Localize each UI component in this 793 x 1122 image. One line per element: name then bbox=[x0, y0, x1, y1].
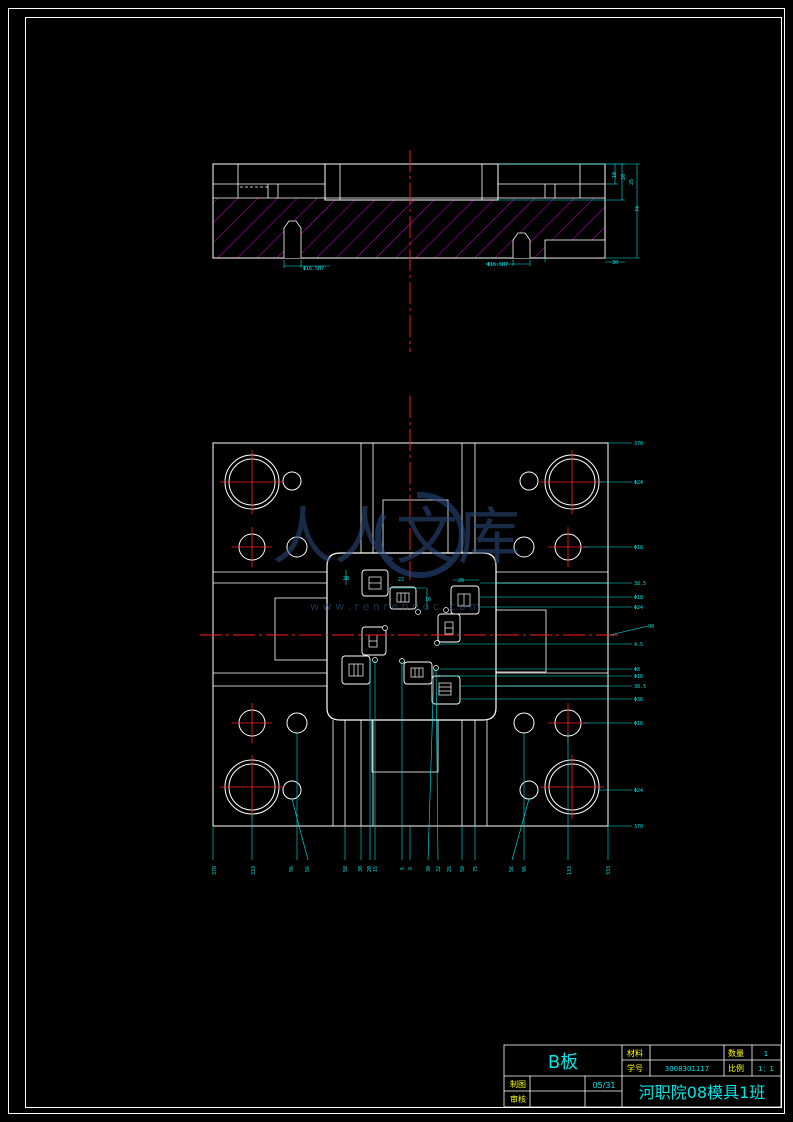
title-block-text: B板 材料 数量 1 学号 3008301117 比例 1：1 制图 审核 05… bbox=[510, 1048, 774, 1104]
section-hatch bbox=[213, 198, 605, 258]
svg-text:20: 20 bbox=[621, 174, 627, 180]
school-name: 河职院08模具1班 bbox=[639, 1083, 766, 1102]
svg-text:96: 96 bbox=[289, 866, 295, 872]
svg-text:Φ24: Φ24 bbox=[634, 480, 643, 486]
section-pin-hole bbox=[512, 232, 531, 258]
drawn-label: 制图 bbox=[510, 1079, 526, 1089]
quantity-label: 数量 bbox=[728, 1048, 744, 1058]
inner-border bbox=[25, 17, 782, 1108]
svg-text:Φ18: Φ18 bbox=[634, 545, 643, 551]
small-hole bbox=[513, 712, 535, 734]
svg-text:74: 74 bbox=[635, 206, 641, 212]
svg-text:30: 30 bbox=[358, 866, 364, 872]
section-pin-hole bbox=[283, 220, 302, 258]
svg-text:Φ16.5H7: Φ16.5H7 bbox=[303, 266, 324, 272]
watermark-text: 人人文库 bbox=[272, 500, 520, 573]
small-hole bbox=[282, 780, 302, 800]
material-label: 材料 bbox=[627, 1048, 643, 1058]
outer-border bbox=[8, 8, 785, 1114]
title-block bbox=[503, 1044, 782, 1108]
section-step bbox=[544, 239, 606, 259]
svg-text:20: 20 bbox=[458, 578, 464, 584]
cavity bbox=[341, 655, 371, 685]
svg-text:6: 6 bbox=[400, 867, 406, 870]
svg-text:25: 25 bbox=[629, 179, 635, 185]
small-hole bbox=[519, 471, 539, 491]
cavity-pocket bbox=[326, 552, 497, 721]
svg-text:Φ16: Φ16 bbox=[634, 674, 643, 680]
svg-text:22: 22 bbox=[398, 577, 404, 583]
student-no-label: 学号 bbox=[627, 1063, 643, 1073]
svg-text:32: 32 bbox=[436, 866, 442, 872]
svg-text:Φ16: Φ16 bbox=[634, 721, 643, 727]
svg-text:25: 25 bbox=[447, 866, 453, 872]
svg-text:333: 333 bbox=[251, 866, 257, 875]
section-pocket bbox=[324, 164, 499, 201]
svg-text:370: 370 bbox=[634, 441, 643, 447]
svg-text:Φ24: Φ24 bbox=[634, 605, 643, 611]
svg-text:Φ18: Φ18 bbox=[634, 595, 643, 601]
svg-text:56: 56 bbox=[305, 866, 311, 872]
svg-text:96: 96 bbox=[522, 866, 528, 872]
watermark-url: w w w . r e n r e n d o c . c o m bbox=[310, 600, 480, 613]
svg-text:75: 75 bbox=[473, 866, 479, 872]
scale-value: 1：1 bbox=[758, 1065, 774, 1073]
svg-text:56: 56 bbox=[509, 866, 515, 872]
svg-text:50: 50 bbox=[460, 866, 466, 872]
small-hole bbox=[286, 712, 308, 734]
cavity bbox=[450, 585, 480, 615]
checked-label: 审核 bbox=[510, 1094, 526, 1104]
svg-text:20: 20 bbox=[367, 866, 373, 872]
svg-text:Φ8: Φ8 bbox=[634, 667, 640, 673]
plan-outline bbox=[212, 442, 609, 827]
svg-text:30: 30 bbox=[426, 866, 432, 872]
small-hole bbox=[282, 471, 302, 491]
sheet-no: 05/31 bbox=[592, 1081, 615, 1090]
cavity bbox=[403, 661, 433, 685]
svg-text:Φ16.5H7: Φ16.5H7 bbox=[487, 262, 508, 268]
small-hole bbox=[513, 536, 535, 558]
section-view: 74 25 20 10 30 Φ16.5H7 Φ16.5H7 bbox=[212, 150, 641, 352]
svg-text:8: 8 bbox=[408, 867, 414, 870]
svg-text:Φ24: Φ24 bbox=[634, 788, 643, 794]
svg-text:333: 333 bbox=[606, 866, 612, 875]
svg-text:90: 90 bbox=[648, 624, 654, 630]
svg-text:378: 378 bbox=[212, 866, 218, 875]
slot-right bbox=[489, 609, 547, 673]
svg-text:28: 28 bbox=[343, 576, 349, 582]
small-hole bbox=[286, 536, 308, 558]
svg-text:133: 133 bbox=[567, 866, 573, 875]
svg-text:370: 370 bbox=[634, 824, 643, 830]
svg-text:10: 10 bbox=[612, 172, 618, 178]
svg-text:50: 50 bbox=[343, 866, 349, 872]
small-hole bbox=[519, 780, 539, 800]
scale-label: 比例 bbox=[728, 1063, 744, 1073]
quantity-value: 1 bbox=[764, 1050, 768, 1058]
svg-text:16: 16 bbox=[425, 597, 431, 603]
svg-text:15: 15 bbox=[373, 866, 379, 872]
student-no-value: 3008301117 bbox=[665, 1065, 710, 1073]
cavity bbox=[389, 586, 417, 610]
svg-text:30: 30 bbox=[612, 260, 618, 266]
svg-text:4.5: 4.5 bbox=[634, 642, 643, 648]
svg-text:38.5: 38.5 bbox=[634, 581, 646, 587]
svg-text:38.5: 38.5 bbox=[634, 684, 646, 690]
watermark: 人人文库 w w w . r e n r e n d o c . c o m bbox=[272, 492, 520, 613]
svg-text:Φ36: Φ36 bbox=[634, 697, 643, 703]
part-name: B板 bbox=[548, 1052, 578, 1073]
